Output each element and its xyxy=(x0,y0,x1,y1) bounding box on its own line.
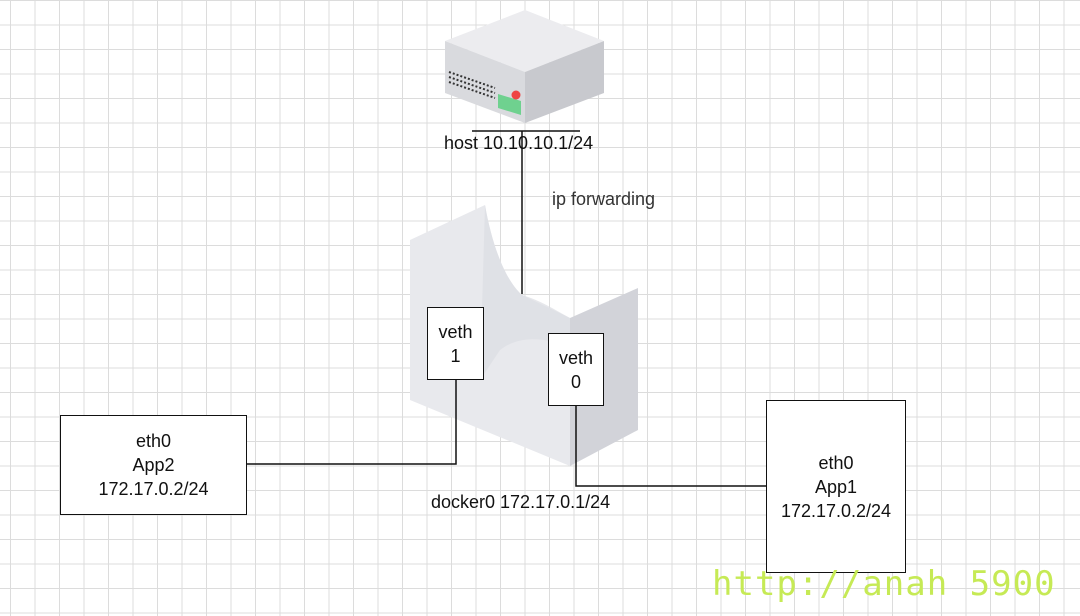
ip-forwarding-label: ip forwarding xyxy=(552,189,656,209)
connection-lines xyxy=(247,131,766,487)
server-led-icon xyxy=(511,90,521,100)
veth1-index: 1 xyxy=(450,345,461,366)
bridge-right-face xyxy=(570,288,638,466)
server-top-face xyxy=(445,10,604,72)
veth1-name: veth xyxy=(438,321,473,342)
veth0-name: veth xyxy=(558,347,594,368)
app2-name: App2 xyxy=(132,455,175,475)
app1-interface: eth0 xyxy=(818,452,854,473)
veth0-to-app1-link xyxy=(575,406,766,487)
app2-interface: eth0 xyxy=(135,431,172,451)
veth0-index: 0 xyxy=(570,371,581,392)
watermark-number: 5900 xyxy=(969,564,1056,604)
watermark-url: http://anah xyxy=(712,564,949,604)
server-right-face xyxy=(525,41,604,123)
app2-ip: 172.17.0.2/24 xyxy=(98,479,209,499)
app1-ip: 172.17.0.2/24 xyxy=(780,500,892,521)
docker0-bridge-label: docker0 172.17.0.1/24 xyxy=(431,492,611,512)
server-vent-icon xyxy=(448,71,496,99)
bridge-icon xyxy=(410,205,638,466)
veth1-interface-box: veth 1 xyxy=(427,307,484,380)
watermark-fragment xyxy=(948,564,969,604)
veth0-interface-box: veth 0 xyxy=(548,333,604,406)
watermark-text: http://anah 5900 xyxy=(712,562,1056,606)
app1-container-box: eth0 App1 172.17.0.2/24 xyxy=(766,400,906,573)
app2-to-veth1-link xyxy=(247,380,457,465)
app2-container-box: eth0 App2 172.17.0.2/24 xyxy=(60,415,247,515)
server-icon xyxy=(445,10,604,123)
host-label: host 10.10.10.1/24 xyxy=(444,133,594,153)
app1-name: App1 xyxy=(814,476,858,497)
bridge-inner-curve xyxy=(480,205,570,380)
